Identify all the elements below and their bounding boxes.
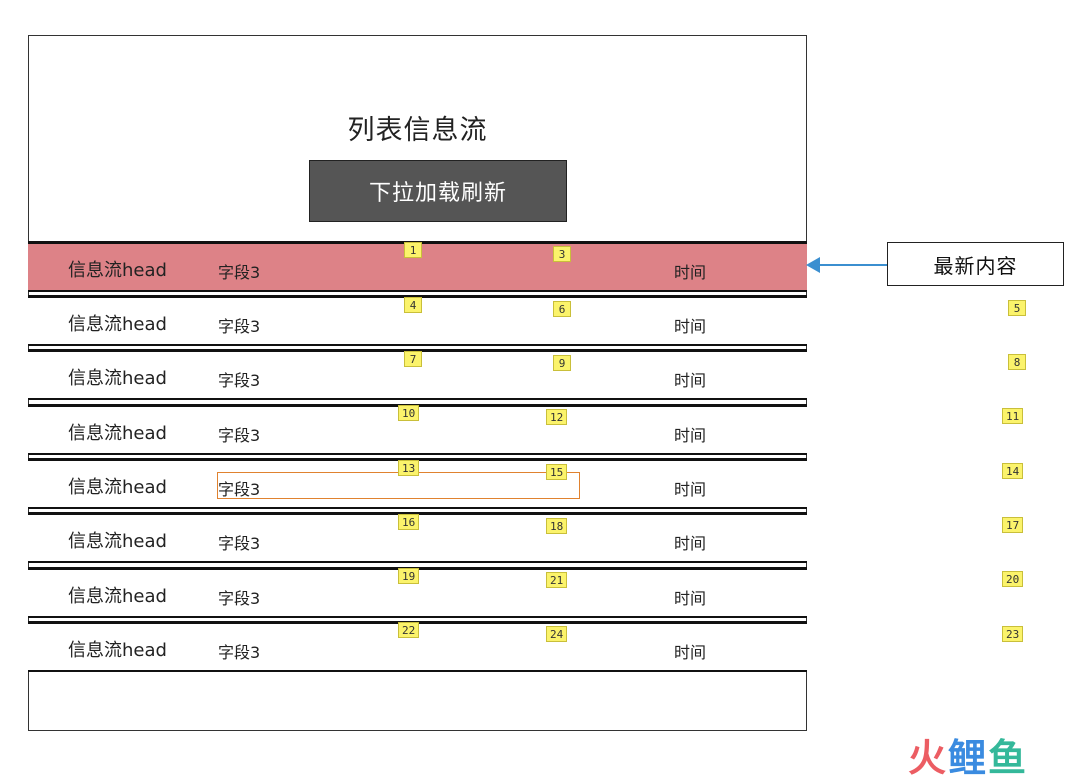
annotation-badge: 16 (398, 514, 420, 530)
row-field: 字段3 (218, 480, 261, 499)
row-field: 字段3 (218, 589, 261, 608)
feed-row[interactable]: 信息流head 字段3 时间 (28, 349, 807, 400)
row-field: 字段3 (218, 534, 261, 553)
annotation-badge: 12 (546, 409, 568, 425)
row-time: 时间 (674, 643, 707, 662)
row-head: 信息流head (68, 314, 167, 335)
watermark-char: 火 (908, 736, 949, 780)
row-time: 时间 (674, 534, 707, 553)
row-head: 信息流head (68, 477, 167, 498)
watermark-char: 鲤 (948, 736, 989, 780)
annotation-badge: 24 (546, 626, 568, 642)
annotation-badge: 22 (398, 622, 420, 638)
annotation-badge: 6 (553, 301, 571, 317)
annotation-badge: 1 (404, 242, 422, 258)
annotation-badge: 23 (1002, 626, 1024, 642)
row-field: 字段3 (218, 263, 261, 282)
selection-outline (217, 472, 580, 499)
row-time: 时间 (674, 317, 707, 336)
row-head: 信息流head (68, 586, 167, 607)
annotation-badge: 10 (398, 405, 420, 421)
row-head: 信息流head (68, 423, 167, 444)
latest-content-callout: 最新内容 (887, 242, 1064, 286)
annotation-badge: 5 (1008, 300, 1026, 316)
row-head: 信息流head (68, 368, 167, 389)
annotation-badge: 3 (553, 246, 571, 262)
annotation-badge: 20 (1002, 571, 1024, 587)
row-time: 时间 (674, 263, 707, 282)
row-time: 时间 (674, 589, 707, 608)
row-time: 时间 (674, 480, 707, 499)
annotation-badge: 4 (404, 297, 422, 313)
annotation-badge: 17 (1002, 517, 1024, 533)
watermark-char: 鱼 (988, 736, 1029, 780)
annotation-badge: 14 (1002, 463, 1024, 479)
feed-row[interactable]: 信息流head 字段3 时间 (28, 295, 807, 346)
row-field: 字段3 (218, 643, 261, 662)
watermark-logo: 火鲤鱼 (908, 727, 1028, 782)
arrow-left-icon (806, 257, 888, 273)
row-head: 信息流head (68, 531, 167, 552)
annotation-badge: 7 (404, 351, 422, 367)
row-head: 信息流head (68, 640, 167, 661)
annotation-badge: 21 (546, 572, 568, 588)
annotation-badge: 9 (553, 355, 571, 371)
annotation-badge: 19 (398, 568, 420, 584)
page-title: 列表信息流 (347, 115, 488, 146)
row-time: 时间 (674, 371, 707, 390)
annotation-badge: 18 (546, 518, 568, 534)
row-time: 时间 (674, 426, 707, 445)
row-field: 字段3 (218, 317, 261, 336)
annotation-badge: 11 (1002, 408, 1024, 424)
row-field: 字段3 (218, 371, 261, 390)
annotation-badge: 8 (1008, 354, 1026, 370)
row-head: 信息流head (68, 260, 167, 281)
annotation-badge: 13 (398, 460, 420, 476)
pull-refresh-button[interactable]: 下拉加载刷新 (309, 160, 567, 222)
row-field: 字段3 (218, 426, 261, 445)
annotation-badge: 15 (546, 464, 568, 480)
